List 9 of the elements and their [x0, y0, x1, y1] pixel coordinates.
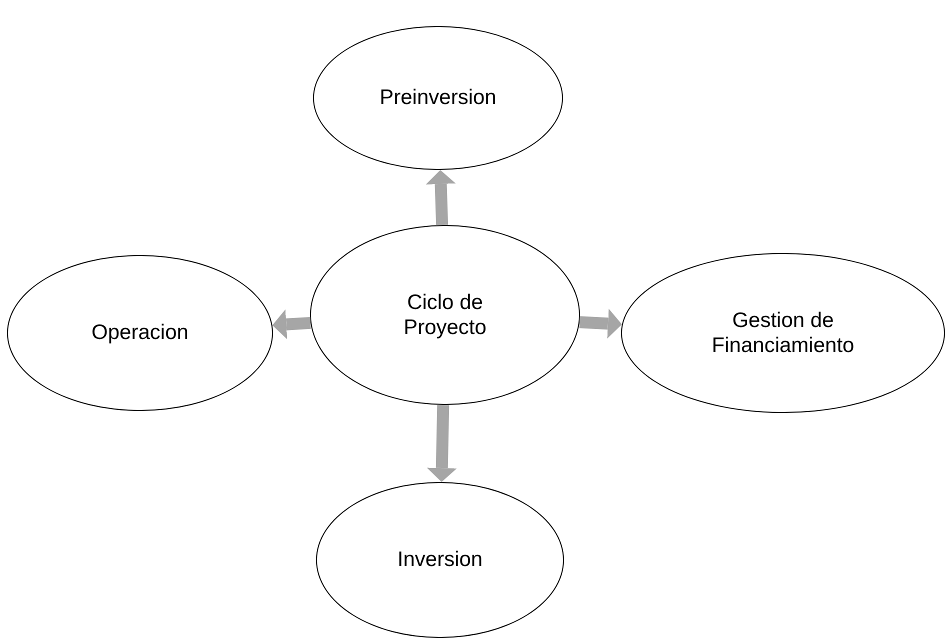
arrow: [272, 309, 311, 340]
node-label: Gestion de Financiamiento: [710, 308, 856, 358]
node-label: Ciclo de Proyecto: [402, 290, 488, 340]
node-label: Operacion: [92, 320, 188, 346]
arrow: [579, 308, 622, 339]
arrow: [426, 404, 457, 482]
arrow: [426, 170, 456, 226]
node-label: Inversion: [397, 547, 483, 573]
node-label: Preinversion: [380, 85, 496, 111]
